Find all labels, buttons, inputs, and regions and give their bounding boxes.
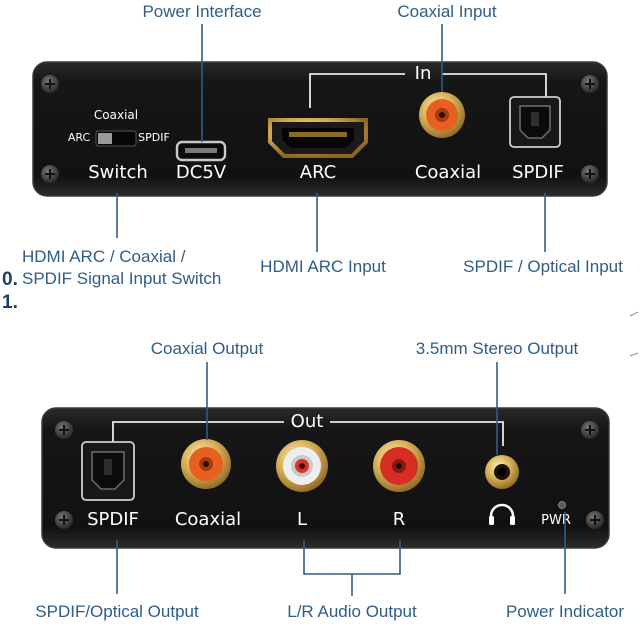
screw-icon [581, 421, 599, 439]
switch-desc-line1: HDMI ARC / Coaxial / [22, 247, 186, 266]
in-group-label: In [415, 63, 432, 84]
out-group-bracket [112, 421, 504, 446]
screw-icon [581, 165, 599, 183]
bottom-panel: Out SPDIF Coaxial L [41, 407, 610, 549]
stereo-output-jack[interactable] [485, 455, 519, 489]
switch-left-label: ARC [68, 131, 91, 144]
arc-label: ARC [300, 162, 337, 183]
spdif-optical-output-callout: SPDIF/Optical Output [35, 602, 199, 621]
screw-icon [41, 75, 59, 93]
spdif-label: SPDIF [512, 162, 564, 183]
top-panel: In Coaxial ARC SPDIF Switch DC5V ARC Coa… [32, 61, 608, 197]
side-number-second: 1. [2, 292, 18, 313]
spdif-input-port[interactable] [509, 96, 561, 148]
edge-mark [629, 311, 639, 357]
spdif-optical-input-callout: SPDIF / Optical Input [463, 257, 623, 276]
in-group-bracket [309, 73, 547, 108]
switch-label: Switch [88, 162, 148, 183]
headphone-icon [489, 503, 515, 525]
switch-knob[interactable] [98, 133, 112, 144]
stereo-output-callout: 3.5mm Stereo Output [416, 339, 579, 358]
out-group-label: Out [291, 411, 324, 432]
coaxial-input-jack[interactable] [419, 92, 465, 138]
coaxial-input-callout: Coaxial Input [397, 2, 497, 21]
power-interface-callout: Power Interface [142, 2, 261, 21]
screw-icon [41, 165, 59, 183]
coaxial-output-jack[interactable] [181, 439, 231, 489]
screw-icon [55, 421, 73, 439]
side-number-first: 0. [2, 269, 18, 290]
switch-top-label: Coaxial [94, 108, 138, 122]
lr-audio-output-callout: L/R Audio Output [287, 602, 417, 621]
power-indicator-callout: Power Indicator [506, 602, 624, 621]
switch-right-label: SPDIF [138, 131, 170, 144]
screw-icon [581, 75, 599, 93]
right-audio-jack[interactable] [373, 440, 425, 492]
spdif-output-port[interactable] [81, 441, 135, 501]
dc5v-label: DC5V [176, 162, 227, 183]
spdif-out-label: SPDIF [87, 509, 139, 530]
left-label: L [297, 509, 307, 530]
screw-icon [586, 511, 604, 529]
coaxial-output-callout: Coaxial Output [151, 339, 264, 358]
right-label: R [393, 509, 406, 530]
switch-desc-line2: SPDIF Signal Input Switch [22, 269, 221, 288]
coaxial-label: Coaxial [415, 162, 481, 183]
power-led [558, 501, 566, 509]
lr-audio-leader [303, 540, 401, 596]
pwr-label: PWR [541, 513, 571, 528]
left-audio-jack[interactable] [276, 440, 328, 492]
hdmi-arc-input-callout: HDMI ARC Input [260, 257, 386, 276]
screw-icon [55, 511, 73, 529]
coaxial-out-label: Coaxial [175, 509, 241, 530]
bottom-panel-body [41, 407, 610, 549]
